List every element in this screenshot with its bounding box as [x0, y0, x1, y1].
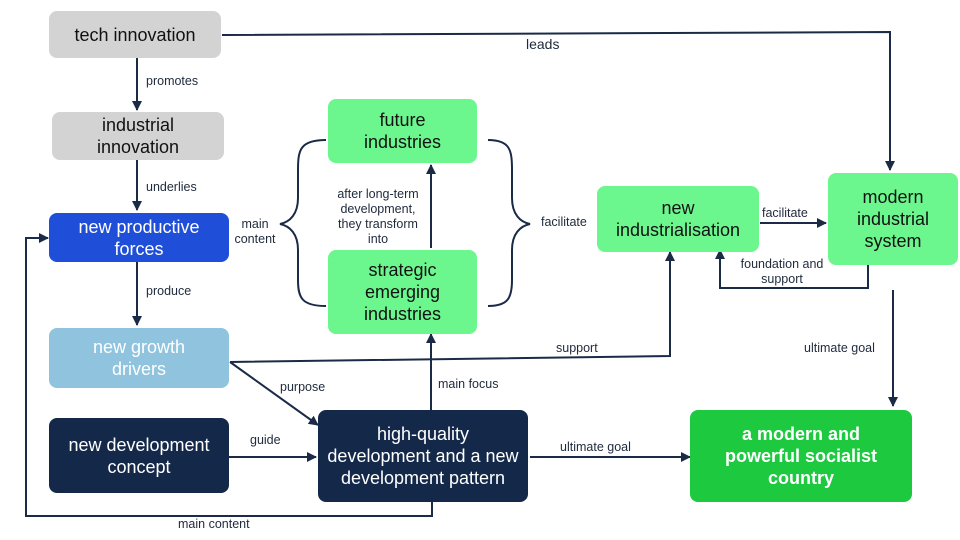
label-after-long-term: after long-term development, they transf… [337, 187, 419, 246]
label-main-content-bottom: main content [178, 517, 250, 531]
node-industrial-innovation-label: industrial innovation [96, 115, 180, 157]
node-industrial-innovation: industrial innovation [52, 112, 224, 160]
label-promotes: promotes [146, 74, 199, 88]
edge-leads [221, 30, 895, 171]
node-new-growth-drivers-label: new growth drivers [92, 337, 186, 379]
node-future-industries: future industries [328, 99, 477, 163]
label-foundation-support: foundation and support [740, 257, 824, 286]
node-new-productive-forces-label: new productive forces [78, 216, 200, 259]
node-high-quality-development-label: high-quality development and a new devel… [327, 424, 519, 488]
edge-purpose [229, 361, 319, 426]
brace-left [279, 139, 327, 307]
label-facilitate-arrow: facilitate [762, 206, 808, 220]
node-new-growth-drivers: new growth drivers [49, 328, 229, 388]
node-future-industries-label: future industries [363, 110, 442, 152]
label-purpose: purpose [280, 380, 326, 394]
node-new-industrialisation: new industrialisation [597, 186, 759, 252]
node-modern-powerful-country-label: a modern and powerful socialist country [724, 424, 878, 488]
node-new-development-concept-label: new development concept [68, 434, 210, 477]
brace-right [487, 139, 531, 307]
node-modern-industrial-system: modern industrial system [828, 173, 958, 265]
node-modern-industrial-system-label: modern industrial system [856, 187, 930, 251]
label-underlies: underlies [146, 180, 197, 194]
node-strategic-emerging-industries: strategic emerging industries [328, 250, 477, 334]
node-tech-innovation: tech innovation [49, 11, 221, 58]
node-high-quality-development: high-quality development and a new devel… [318, 410, 528, 502]
node-new-productive-forces: new productive forces [49, 213, 229, 262]
label-main-focus: main focus [438, 377, 499, 391]
label-ultimate-goal-right: ultimate goal [804, 341, 875, 355]
label-facilitate-brace: facilitate [541, 215, 587, 229]
edge-foundation-support [715, 249, 869, 289]
edge-main-content-bottom [25, 233, 433, 517]
node-new-development-concept: new development concept [49, 418, 229, 493]
node-tech-innovation-label: tech innovation [74, 24, 196, 45]
label-produce: produce [146, 284, 192, 298]
edge-support [229, 251, 675, 363]
label-main-content-brace: main content [234, 217, 276, 246]
label-leads: leads [526, 36, 560, 52]
label-ultimate-goal-bottom: ultimate goal [560, 440, 631, 454]
label-guide: guide [250, 433, 281, 447]
node-strategic-emerging-industries-label: strategic emerging industries [363, 260, 442, 324]
node-modern-powerful-country: a modern and powerful socialist country [690, 410, 912, 502]
node-new-industrialisation-label: new industrialisation [615, 198, 741, 240]
label-support: support [556, 341, 598, 355]
